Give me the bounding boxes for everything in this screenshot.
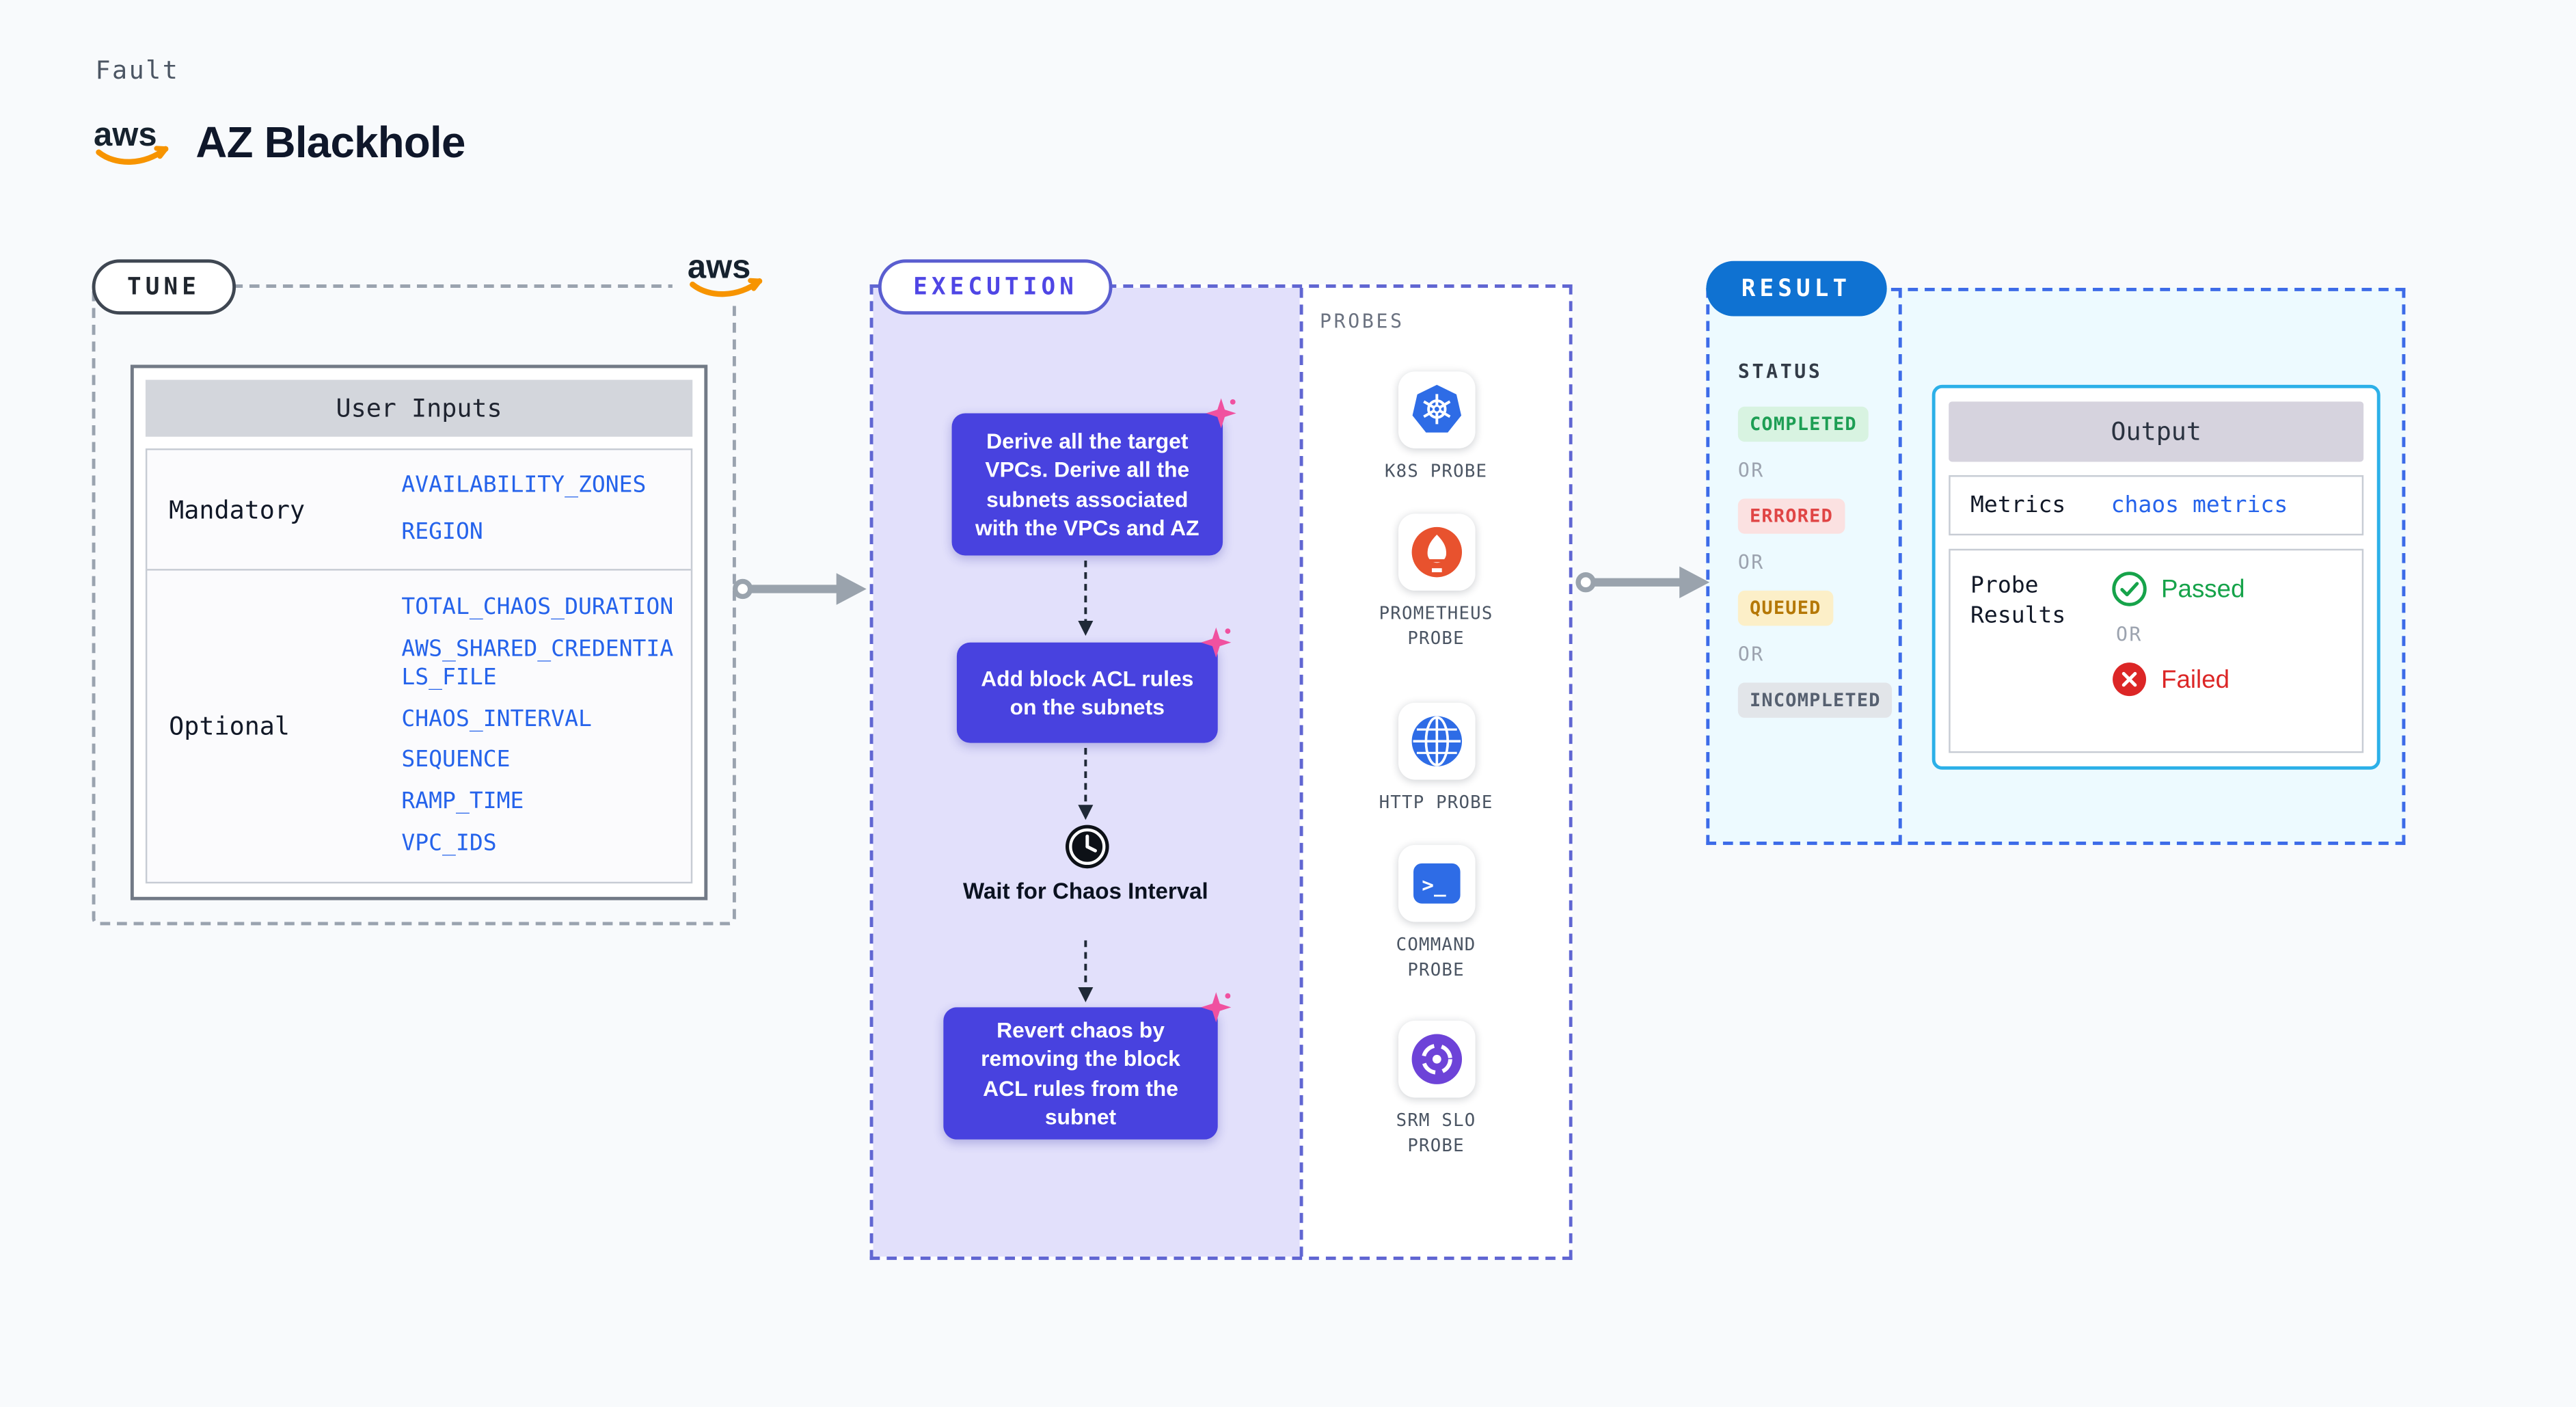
row-label-optional: Optional — [169, 711, 290, 742]
execution-label: EXECUTION — [878, 259, 1113, 315]
srm-slo-icon — [1411, 1034, 1461, 1084]
tune-section: TUNE aws User Inputs Mandatory AVAILABIL… — [92, 244, 780, 926]
probe-card — [1397, 1020, 1475, 1098]
user-inputs-table: User Inputs Mandatory AVAILABILITY_ZONES… — [130, 364, 708, 900]
user-inputs-header: User Inputs — [145, 379, 693, 437]
fault-kicker: Fault — [95, 55, 180, 85]
step-derive-vpcs: Derive all the target VPCs. Derive all t… — [951, 398, 1236, 556]
env-var: VPC_IDS — [401, 830, 497, 857]
title-row: aws AZ Blackhole — [92, 113, 465, 170]
env-var: AVAILABILITY_ZONES — [401, 472, 647, 499]
probe-card — [1397, 371, 1475, 448]
status-column: STATUS COMPLETED OR ERRORED OR QUEUED OR… — [1737, 360, 1893, 718]
execution-section: Derive all the target VPCs. Derive all t… — [869, 259, 1573, 1260]
kubernetes-icon — [1411, 384, 1461, 433]
or-label: OR — [1737, 458, 1765, 482]
probe-item-k8s: K8S PROBE — [1303, 371, 1569, 485]
step-text: Add block ACL rules on the subnets — [981, 665, 1194, 720]
terminal-icon: >_ — [1412, 863, 1460, 904]
failed-row: Failed — [2111, 661, 2245, 698]
status-badge-queued: QUEUED — [1737, 590, 1833, 626]
svg-text:>_: >_ — [1421, 873, 1446, 896]
env-var: TOTAL_CHAOS_DURATION — [401, 593, 674, 621]
result-divider — [1898, 287, 1902, 845]
probes-heading: PROBES — [1319, 309, 1405, 334]
env-var: CHAOS_INTERVAL — [401, 705, 592, 732]
status-badge-completed: COMPLETED — [1737, 406, 1869, 442]
result-label: RESULT — [1706, 260, 1886, 317]
tune-to-execution-arrow — [732, 573, 867, 605]
probes-panel: PROBES K8S PROBE — [1299, 287, 1569, 1257]
execution-to-result-arrow — [1575, 566, 1710, 598]
mandatory-values: AVAILABILITY_ZONES REGION — [395, 450, 691, 569]
metrics-row: Metrics chaos metrics — [1949, 475, 2364, 536]
or-label: OR — [1737, 642, 1765, 667]
probe-label: COMMAND PROBE — [1396, 935, 1476, 981]
probe-item-prometheus: PROMETHEUS PROBE — [1303, 513, 1569, 653]
env-var: SEQUENCE — [401, 747, 511, 774]
user-inputs-rows: Mandatory AVAILABILITY_ZONES REGION Opti… — [145, 448, 693, 884]
check-circle-icon — [2112, 572, 2147, 606]
probe-label: SRM SLO PROBE — [1396, 1111, 1476, 1157]
sparkle-icon — [1201, 627, 1232, 658]
passed-row: Passed — [2111, 571, 2245, 608]
env-var: RAMP_TIME — [401, 788, 524, 816]
env-var: REGION — [401, 518, 483, 546]
step-text: Derive all the target VPCs. Derive all t… — [975, 428, 1199, 540]
step-wait-chaos-interval: Wait for Chaos Interval — [963, 878, 1208, 904]
status-badge-incompleted: INCOMPLETED — [1737, 682, 1893, 718]
svg-text:aws: aws — [94, 116, 157, 153]
status-heading: STATUS — [1737, 360, 1823, 384]
chaos-metrics-value: chaos metrics — [2111, 492, 2288, 519]
result-section: RESULT STATUS COMPLETED OR ERRORED OR QU… — [1706, 260, 2406, 845]
probe-card — [1397, 513, 1475, 591]
env-var: AWS_SHARED_CREDENTIALS_FILE — [401, 635, 674, 691]
probe-label: HTTP PROBE — [1379, 793, 1493, 814]
optional-values: TOTAL_CHAOS_DURATION AWS_SHARED_CREDENTI… — [395, 571, 691, 882]
metrics-label: Metrics — [1970, 492, 2066, 519]
failed-label: Failed — [2161, 665, 2230, 694]
aws-logo-icon: aws — [672, 244, 780, 305]
prometheus-icon — [1411, 526, 1461, 578]
output-header: Output — [1949, 401, 2364, 462]
status-badge-errored: ERRORED — [1737, 498, 1845, 534]
probe-label: PROMETHEUS PROBE — [1379, 604, 1493, 650]
aws-logo: aws — [94, 116, 169, 165]
step-revert-chaos: Revert chaos by removing the block ACL r… — [943, 992, 1232, 1140]
sparkle-icon — [1201, 992, 1232, 1023]
clock-icon — [1065, 825, 1109, 869]
x-circle-icon — [2113, 662, 2147, 697]
step-add-acl-rules: Add block ACL rules on the subnets — [956, 627, 1232, 743]
row-label-mandatory: Mandatory — [169, 494, 306, 525]
probe-card: >_ — [1397, 844, 1475, 922]
flow-arrow-down — [1078, 560, 1094, 636]
flow-arrow-down — [1078, 940, 1094, 1002]
probe-card — [1397, 702, 1475, 780]
execution-flow-area: Derive all the target VPCs. Derive all t… — [873, 287, 1300, 1257]
tune-label: TUNE — [92, 259, 236, 315]
table-row-mandatory: Mandatory AVAILABILITY_ZONES REGION — [145, 448, 693, 571]
table-row-optional: Optional TOTAL_CHAOS_DURATION AWS_SHARED… — [145, 569, 693, 884]
probe-item-http: HTTP PROBE — [1303, 702, 1569, 817]
or-label: OR — [1737, 550, 1765, 574]
probe-results-values: Passed OR Failed — [2111, 550, 2245, 751]
page-title: AZ Blackhole — [195, 116, 465, 167]
probe-item-command: >_ COMMAND PROBE — [1303, 844, 1569, 984]
probe-results-label: Probe Results — [1970, 572, 2066, 630]
passed-label: Passed — [2161, 574, 2245, 604]
sparkle-icon — [1206, 398, 1236, 429]
probe-item-srm-slo: SRM SLO PROBE — [1303, 1020, 1569, 1160]
step-text: Revert chaos by removing the block ACL r… — [981, 1017, 1180, 1129]
flow-arrow-down — [1078, 747, 1094, 820]
probe-label: K8S PROBE — [1384, 461, 1488, 482]
svg-text:aws: aws — [688, 248, 751, 285]
or-label: OR — [2115, 622, 2143, 646]
globe-icon — [1411, 716, 1461, 766]
output-panel: Output Metrics chaos metrics Probe Resul… — [1931, 384, 2381, 770]
probe-results-row: Probe Results Passed OR — [1949, 548, 2364, 753]
